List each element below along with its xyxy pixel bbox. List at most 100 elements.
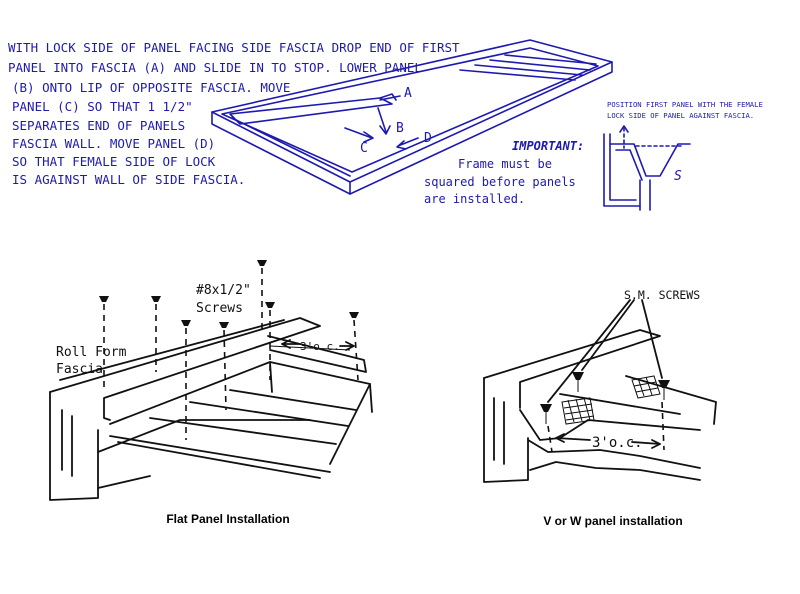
flat-panel-seam-2: [189, 401, 349, 427]
screw-icon: [151, 296, 161, 302]
instruction-line-2: PANEL INTO FASCIA (A) AND SLIDE IN TO ST…: [8, 60, 422, 75]
flat-fascia-front: [49, 391, 99, 501]
screw-icon: [265, 302, 275, 308]
detail-fascia-inner: [609, 133, 637, 201]
instruction-line-5: SEPARATES END OF PANELS: [12, 118, 185, 133]
frame-side-fascia: [349, 61, 613, 195]
flat-panel-front-1: [109, 435, 331, 473]
frame-front-fascia: [211, 111, 351, 195]
flat-screws-label-1: #8x1/2": [196, 283, 251, 298]
detail-panel-profile: [609, 143, 691, 177]
detail-leg: [639, 179, 651, 211]
vw-leader-2: [581, 299, 635, 371]
instruction-line-4: PANEL (C) SO THAT 1 1/2": [12, 99, 193, 114]
frame-inner-edge: [221, 47, 599, 173]
vw-mesh-right: [631, 375, 661, 399]
flat-screw-line-7: [353, 319, 359, 381]
vw-panel-drawing: 3'o.c. S.M. SCREWS V or W panel installa…: [483, 288, 717, 528]
screw-icon: [181, 320, 191, 326]
flat-panel-seam-1: [149, 417, 337, 445]
screw-icon: [219, 322, 229, 328]
important-line-1: Frame must be: [458, 157, 552, 171]
vw-panel-front: [527, 439, 701, 469]
top-instructions: WITH LOCK SIDE OF PANEL FACING SIDE FASC…: [8, 40, 460, 187]
vw-rear-fascia: [625, 375, 717, 425]
label-d: D: [424, 131, 432, 146]
flat-spacing-arrow-left: [281, 339, 301, 349]
flat-fascia-ribs: [61, 409, 73, 477]
detail-lock: [615, 149, 643, 181]
arrow-c: [344, 127, 374, 143]
first-panel: [229, 97, 393, 125]
flat-screws-label-2: Screws: [196, 301, 243, 316]
vw-spacing-dash-left: [547, 425, 553, 453]
important-line-2: squared before panels: [424, 175, 576, 189]
vw-fascia-top: [483, 329, 661, 409]
vw-leader-3: [641, 299, 663, 379]
vw-spacing-arrow-right: [631, 439, 661, 449]
important-note: IMPORTANT: Frame must be squared before …: [424, 139, 584, 206]
detail-line-2: LOCK SIDE OF PANEL AGAINST FASCIA.: [607, 111, 754, 120]
instruction-line-1: WITH LOCK SIDE OF PANEL FACING SIDE FASC…: [8, 40, 460, 55]
flat-panel-seam-3: [229, 389, 357, 411]
instruction-line-6: FASCIA WALL. MOVE PANEL (D): [12, 136, 215, 151]
screw-icon: [658, 380, 670, 388]
vw-panel-lower: [529, 461, 701, 481]
vw-fascia-ribs: [493, 397, 505, 465]
detail-pointer-head: [619, 125, 629, 133]
vw-mesh-left: [561, 397, 595, 425]
detail-s-label: S: [674, 169, 682, 184]
screw-icon: [349, 312, 359, 318]
flat-fascia-top: [49, 317, 321, 421]
label-c: C: [360, 141, 368, 156]
arrow-a: [379, 95, 401, 101]
flat-fascia-label-1: Roll Form: [56, 345, 127, 360]
detail-fascia-wall: [603, 133, 641, 207]
important-line-3: are installed.: [424, 192, 525, 206]
flat-spacing-label: 3'o.c.: [300, 340, 340, 353]
flat-fascia-lip: [59, 319, 285, 381]
instruction-line-3: (B) ONTO LIP OF OPPOSITE FASCIA. MOVE: [12, 80, 290, 95]
label-a: A: [404, 86, 412, 101]
first-panel-end: [379, 93, 397, 101]
flat-fascia-bottom: [97, 419, 311, 453]
screw-icon: [257, 260, 267, 266]
arrow-d: [396, 137, 419, 150]
vw-leader-1: [547, 299, 631, 403]
flat-rear-top: [267, 335, 367, 373]
detail-line-1: POSITION FIRST PANEL WITH THE FEMALE: [607, 100, 763, 109]
vw-panel-caption: V or W panel installation: [543, 514, 682, 528]
frame-lip-front: [231, 117, 351, 177]
vw-spacing-arrow-left: [555, 433, 591, 443]
arrow-b: [377, 107, 391, 135]
vw-fascia-front: [483, 377, 529, 483]
vw-spacing-dash-right: [661, 401, 665, 451]
vw-spacing-label: 3'o.c.: [592, 435, 643, 451]
flat-rear-lip: [269, 345, 351, 351]
frame-panel-line-3: [474, 64, 583, 76]
flat-panel-caption: Flat Panel Installation: [166, 512, 289, 526]
instruction-line-8: IS AGAINST WALL OF SIDE FASCIA.: [12, 172, 245, 187]
frame-drawing: A B C D: [211, 39, 613, 195]
screw-icon: [572, 372, 584, 380]
label-b: B: [396, 121, 404, 136]
screw-icon: [99, 296, 109, 302]
detail-inset: POSITION FIRST PANEL WITH THE FEMALE LOC…: [603, 100, 763, 211]
flat-fascia-label-2: Fascia: [56, 362, 103, 377]
frame-panel-line-1: [504, 54, 597, 65]
flat-spacing-arrow-right: [339, 341, 355, 351]
flat-panel-front-2: [117, 441, 321, 479]
flat-screw-line-4: [223, 329, 227, 411]
flat-panel-outline: [109, 361, 371, 465]
frame-panel-line-2: [489, 59, 591, 71]
vw-panel-seam: [559, 393, 681, 415]
screw-icon: [540, 404, 552, 412]
flat-fascia-base: [97, 475, 151, 489]
important-title: IMPORTANT:: [512, 139, 584, 153]
instruction-line-7: SO THAT FEMALE SIDE OF LOCK: [12, 154, 216, 169]
flat-panel-drawing: 3'o.c. #8x1/2" Screws Roll Form Fascia F…: [49, 260, 373, 526]
frame-panel-line-4: [459, 69, 576, 81]
vw-screws-label: S.M. SCREWS: [624, 288, 700, 302]
